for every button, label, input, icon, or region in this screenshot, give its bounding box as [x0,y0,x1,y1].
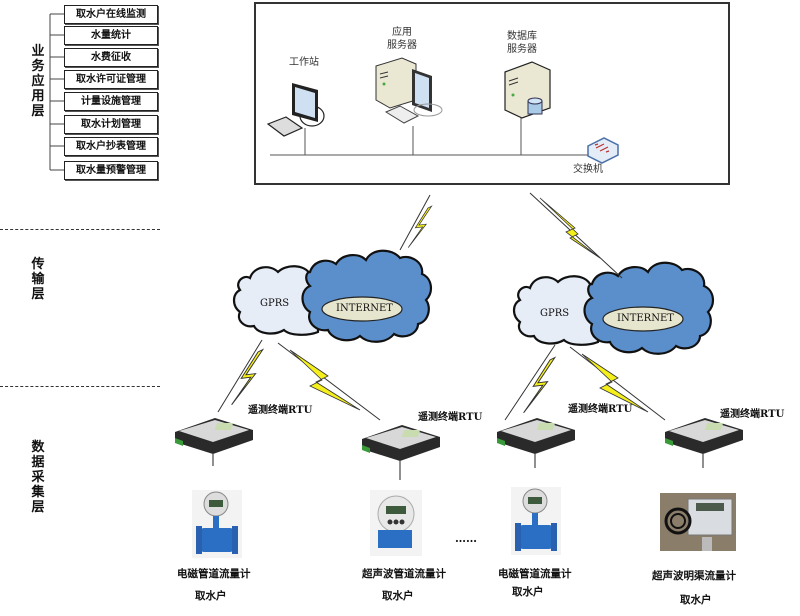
lightning-bolt-center-to-cloud2 [529,192,623,279]
app-server-label: 应用 服务器 [380,26,424,52]
app-item-meter-reading[interactable]: 取水户抄表管理 [64,137,158,156]
rtu-device-4 [665,418,743,468]
workstation-icon [266,83,325,137]
lightning-bolt-cloud1-to-rtu1 [217,339,264,413]
app-item-water-statistics[interactable]: 水量统计 [64,26,158,45]
user-label-1: 取水户 [195,590,227,602]
gprs-label-2: GPRS [540,308,570,319]
internet-label-1: INTERNET [336,303,393,314]
electromagnetic-meter-2 [511,487,561,555]
rtu-label-1: 遥测终端RTU [248,405,313,416]
rtu-device-2 [362,425,440,480]
switch-label: 交换机 [573,164,603,175]
layer-label-collection: 数据采集层 [30,440,46,515]
rtu-label-4: 遥测终端RTU [720,409,785,420]
app-server-label-line1: 应用 [392,27,412,38]
layer-label-application-text: 业务应用层 [31,44,45,119]
app-bracket [49,13,64,171]
layer-label-transport: 传输层 [30,257,46,302]
meter-label-4: 超声波明渠流量计 [652,570,736,582]
app-item-license-management[interactable]: 取水许可证管理 [64,70,158,89]
app-item-online-monitoring[interactable]: 取水户在线监测 [64,5,158,24]
layer-label-collection-text: 数据采集层 [31,440,45,515]
db-server-label-line1: 数据库 [507,31,537,42]
rtu-device-3 [497,418,575,468]
workstation-label: 工作站 [289,57,319,68]
gprs-cloud-1 [232,265,320,336]
gprs-cloud-2 [512,275,600,346]
internet-cloud-1 [301,249,432,343]
gprs-label-1: GPRS [260,298,290,309]
rtu-device-1 [175,418,253,466]
meter-label-3: 电磁管道流量计 [498,568,572,580]
app-item-fee-collection[interactable]: 水费征收 [64,48,158,67]
layer-divider-top [0,229,160,230]
layer-divider-bottom [0,386,160,387]
ultrasonic-channel-meter [660,493,736,551]
lightning-bolt-cloud2-to-rtu4 [569,346,666,421]
cloud-group-2 [512,261,714,355]
rtu-label-3: 遥测终端RTU [568,404,633,415]
internet-oval-1 [321,296,403,322]
internet-label-2: INTERNET [617,313,674,324]
user-label-4: 取水户 [680,594,712,606]
db-server-icon [504,61,551,119]
app-item-plan-management[interactable]: 取水计划管理 [64,115,158,134]
user-label-3: 取水户 [512,586,544,598]
meter-label-2: 超声波管道流量计 [362,568,446,580]
app-server-label-line2: 服务器 [387,40,417,51]
cloud-group-1 [232,249,432,343]
switch-icon [587,137,619,164]
rtu-label-2: 遥测终端RTU [418,412,483,423]
app-item-warning-management[interactable]: 取水量预警管理 [64,161,158,180]
lightning-bolt-cloud1-to-rtu2 [277,342,381,421]
app-item-metering-facility[interactable]: 计量设施管理 [64,92,158,111]
app-server-icon [375,57,443,124]
layer-label-application: 业务应用层 [30,44,46,119]
meter-label-1: 电磁管道流量计 [177,568,251,580]
electromagnetic-meter-1 [192,490,242,558]
user-label-2: 取水户 [382,590,414,602]
internet-oval-2 [602,306,684,332]
db-server-label: 数据库 服务器 [500,30,544,56]
layer-label-transport-text: 传输层 [31,257,45,302]
ultrasonic-pipe-meter [370,490,422,556]
more-ellipsis: …… [455,532,477,545]
db-server-label-line2: 服务器 [507,44,537,55]
lightning-bolt-center-to-cloud1 [399,194,432,251]
lightning-bolt-cloud2-to-rtu3 [504,344,556,421]
